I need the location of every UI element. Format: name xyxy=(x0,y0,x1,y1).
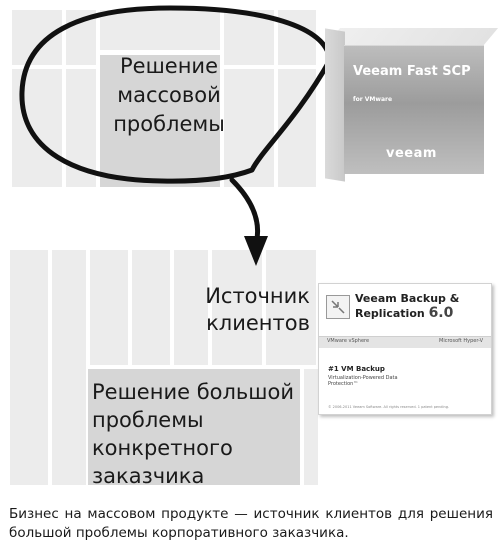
card-title-text: Veeam Backup & Replication xyxy=(355,292,460,320)
grid-cell xyxy=(10,250,48,485)
veeam-logo: veeam xyxy=(386,146,437,161)
mass-problem-label: Решение массовой проблемы xyxy=(113,54,225,136)
arrows-icon xyxy=(331,300,345,314)
grid-cell xyxy=(212,250,262,365)
veeam-backup-card: Veeam Backup & Replication 6.0 VMware vS… xyxy=(318,283,492,415)
box-front-face xyxy=(344,45,484,174)
card-version: 6.0 xyxy=(428,305,454,321)
speech-bubble xyxy=(19,5,333,184)
box-title: Veeam Fast SCP xyxy=(353,64,471,79)
card-headline: #1 VM Backup xyxy=(328,365,385,373)
arrow-head xyxy=(244,236,268,266)
box-subtitle: for VMware xyxy=(353,96,393,103)
backup-logo-icon xyxy=(326,295,350,319)
grid-cell-highlight xyxy=(88,369,300,485)
grid-cell xyxy=(132,250,170,365)
client-source-label: Источник клиентов xyxy=(205,284,310,335)
grid-cell xyxy=(100,10,220,50)
grid-cell xyxy=(174,250,208,365)
card-divider xyxy=(319,336,491,348)
vmware-tag: VMware vSphere xyxy=(327,338,370,344)
grid-cell xyxy=(52,250,86,485)
card-tagline: Virtualization-Powered Data Protection™ xyxy=(328,375,398,387)
connector-arrow xyxy=(229,177,260,247)
big-problem-label: Решение большой проблемы конкретного зак… xyxy=(92,380,295,488)
grid-cell-highlight xyxy=(100,55,220,187)
card-copyright: © 2006-2011 Veeam Software. All rights r… xyxy=(328,405,450,409)
box-side-face xyxy=(325,28,345,182)
card-title: Veeam Backup & Replication 6.0 xyxy=(355,292,489,321)
grid-cell xyxy=(12,10,62,65)
figure-caption: Бизнес на массовом продукте — источник к… xyxy=(9,506,493,541)
grid-cell xyxy=(90,250,128,365)
grid-cell xyxy=(304,369,318,485)
box-top-face xyxy=(325,28,499,46)
grid-cell xyxy=(266,250,316,365)
grid-cell xyxy=(224,69,274,187)
hyperv-tag: Microsoft Hyper-V xyxy=(439,338,483,344)
